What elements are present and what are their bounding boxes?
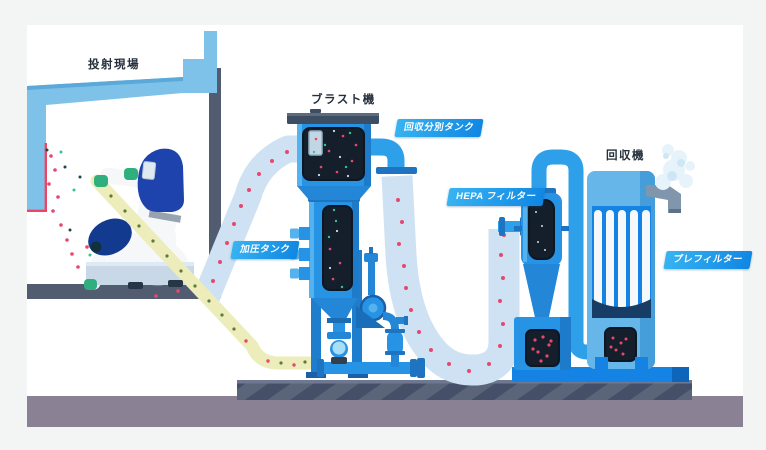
label-blast-machine: ブラスト機	[311, 94, 376, 106]
glove	[94, 175, 108, 187]
steam-cloud	[655, 144, 695, 190]
badge-pre-filter: プレフィルター	[663, 251, 753, 269]
pre-filter-tubes	[594, 210, 650, 312]
workbench	[86, 262, 194, 285]
shoe	[128, 282, 143, 289]
hepa-cartridge-window	[528, 199, 555, 260]
tank-window-particles	[312, 129, 358, 289]
blast-machine	[287, 109, 425, 378]
blast-hose	[90, 174, 320, 370]
glove	[84, 279, 97, 290]
worker-visor	[141, 161, 157, 180]
tank-sight-window	[322, 205, 353, 291]
room-left-panel	[27, 100, 46, 212]
recovery-window	[604, 327, 637, 362]
glove	[124, 168, 138, 180]
right-plumbing	[356, 247, 408, 367]
ground	[27, 396, 743, 427]
label-blast-site: 投射現場	[88, 59, 140, 71]
blasted-edge-highlight	[27, 143, 47, 212]
exhaust-spout	[646, 185, 681, 213]
badge-separation-tank: 回収分別タンク	[394, 119, 484, 137]
shoe	[168, 280, 183, 287]
transfer-pipe	[531, 149, 598, 360]
blasting-room	[27, 31, 221, 299]
hopper-funnel	[310, 297, 358, 319]
room-floor	[27, 284, 220, 299]
worker-standing-hood	[137, 148, 184, 212]
sight-glass	[308, 130, 323, 156]
outlet-elbow	[371, 138, 405, 169]
badge-pressure-tank: 加圧タンク	[230, 241, 300, 259]
u-duct	[381, 175, 520, 386]
label-recovery-machine: 回収機	[606, 150, 645, 162]
cyclone-cone	[523, 264, 560, 331]
worker-extremities	[84, 168, 183, 290]
recovery-base-bar	[512, 367, 689, 382]
room-roof-duct	[27, 31, 217, 109]
suction-duct	[193, 135, 302, 304]
badge-hepa-filter: HEPA フィルター	[446, 188, 546, 206]
recovery-machine-unit	[587, 144, 695, 370]
